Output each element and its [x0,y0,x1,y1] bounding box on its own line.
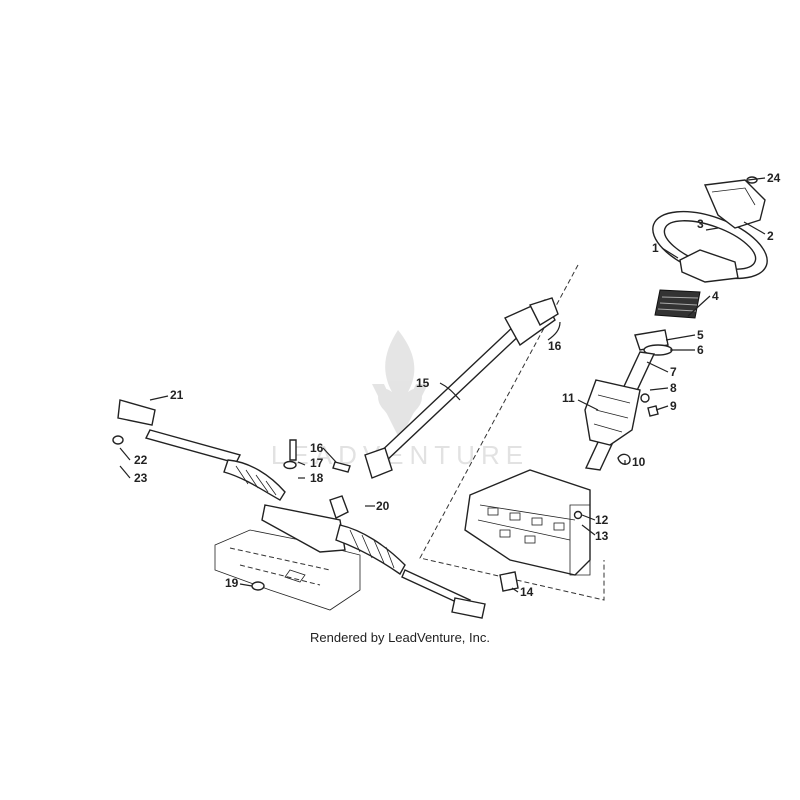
tie-rod-end-right [451,597,486,619]
column-boot [654,289,701,319]
callout-12: 12 [595,513,609,527]
nut [647,405,659,417]
callout-23: 23 [134,471,148,485]
callout-11: 11 [562,391,575,405]
callout-1: 1 [652,241,659,255]
callout-17: 17 [310,456,324,470]
steering-rack [144,429,471,608]
nut-left [112,435,124,445]
watermark-flame-icon [372,330,428,440]
callout-9: 9 [670,399,677,413]
callout-16-upper: 16 [548,339,562,353]
u-joint [529,297,559,326]
credit-text: Rendered by LeadVenture, Inc. [310,630,490,645]
callout-15: 15 [416,376,430,390]
callout-13: 13 [595,529,609,543]
tie-rod-end-left [117,399,156,426]
nut-bottom [251,581,265,591]
callout-20: 20 [376,499,390,513]
steering-column [584,351,656,471]
callout-22: 22 [134,453,148,467]
callout-6: 6 [697,343,704,357]
callout-10: 10 [632,455,646,469]
bolt [640,393,650,403]
callout-18: 18 [310,471,324,485]
callout-8: 8 [670,381,677,395]
callout-5: 5 [697,328,704,342]
floor-panel [214,529,361,611]
frame-bracket [464,469,591,576]
callout-7: 7 [670,365,677,379]
callout-2: 2 [767,229,774,243]
callout-19: 19 [225,576,239,590]
callout-21: 21 [170,388,184,402]
callout-14: 14 [520,585,534,599]
clip [617,453,631,465]
center-cap [703,179,766,229]
leader-lines [119,177,766,593]
callout-3: 3 [697,217,704,231]
callout-24: 24 [767,171,781,185]
steering-wheel [652,210,768,283]
nut-rack [283,460,297,470]
screw-16-lower [332,461,351,473]
bolt-small [573,510,583,520]
callout-16-lower: 16 [310,441,324,455]
bolt-rack [289,439,297,461]
callout-labels: 24 2 3 1 4 5 6 7 8 9 10 11 12 13 14 15 1… [134,171,781,599]
bushing [499,571,519,592]
callout-4: 4 [712,289,719,303]
